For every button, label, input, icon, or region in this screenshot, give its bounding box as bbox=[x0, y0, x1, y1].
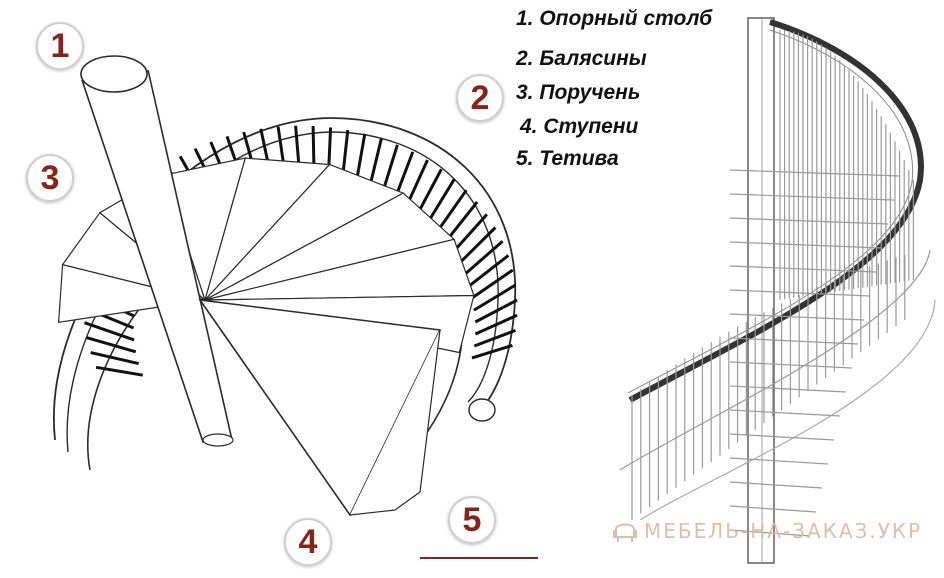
side-step bbox=[729, 505, 817, 513]
baluster bbox=[95, 365, 144, 377]
baluster bbox=[474, 298, 518, 324]
spiral-stair-side-view bbox=[619, 17, 936, 564]
side-step bbox=[729, 289, 871, 297]
baluster bbox=[470, 268, 514, 300]
callout-number: 3 bbox=[40, 158, 60, 197]
baluster bbox=[456, 226, 497, 267]
callout-badge-5: 5 bbox=[448, 496, 496, 544]
baluster bbox=[474, 313, 518, 336]
legend-item-steps: 4. Ступени bbox=[520, 115, 639, 138]
side-step bbox=[729, 313, 865, 321]
watermark-text: МЕБЕЛЬ-НА-ЗАКАЗ.УКР bbox=[644, 519, 923, 543]
side-step bbox=[729, 337, 859, 345]
spiral-stair-top-view bbox=[53, 55, 538, 559]
baluster bbox=[471, 343, 513, 360]
side-step bbox=[729, 193, 895, 201]
side-step bbox=[729, 241, 883, 249]
handrail-end bbox=[468, 398, 496, 422]
side-step bbox=[729, 361, 853, 369]
armchair-icon bbox=[613, 523, 637, 542]
legend-item-handrail: 3. Поручень bbox=[516, 81, 641, 104]
callout-number: 4 bbox=[298, 522, 318, 561]
side-step bbox=[729, 481, 823, 489]
callout-badge-4: 4 bbox=[284, 518, 332, 566]
legend-item-stringer: 5. Тетива bbox=[516, 147, 619, 170]
callout-number: 2 bbox=[470, 78, 490, 117]
callout-number: 1 bbox=[50, 26, 70, 65]
legend-item-balusters: 2. Балясины bbox=[516, 47, 647, 70]
side-step bbox=[729, 217, 889, 225]
baluster bbox=[473, 328, 517, 348]
side-step bbox=[729, 169, 901, 177]
side-step bbox=[729, 265, 877, 273]
side-step bbox=[729, 385, 847, 393]
baluster bbox=[84, 321, 135, 342]
support-column bbox=[80, 55, 234, 447]
watermark: МЕБЕЛЬ-НА-ЗАКАЗ.УКР bbox=[612, 516, 942, 546]
callout-badge-3: 3 bbox=[26, 154, 74, 202]
callout-badge-1: 1 bbox=[36, 22, 84, 70]
side-step bbox=[729, 409, 841, 417]
baluster bbox=[86, 336, 137, 354]
baluster bbox=[473, 283, 517, 312]
side-step bbox=[729, 529, 811, 537]
legend-item-support-column: 1. Опорный столб bbox=[516, 7, 713, 30]
side-handrail bbox=[628, 19, 924, 403]
baluster bbox=[462, 240, 504, 277]
callout-badge-2: 2 bbox=[456, 74, 504, 122]
side-step bbox=[729, 433, 835, 441]
side-step bbox=[729, 457, 829, 465]
baluster bbox=[90, 351, 140, 366]
baluster bbox=[466, 254, 510, 289]
callout-number: 5 bbox=[462, 500, 482, 539]
